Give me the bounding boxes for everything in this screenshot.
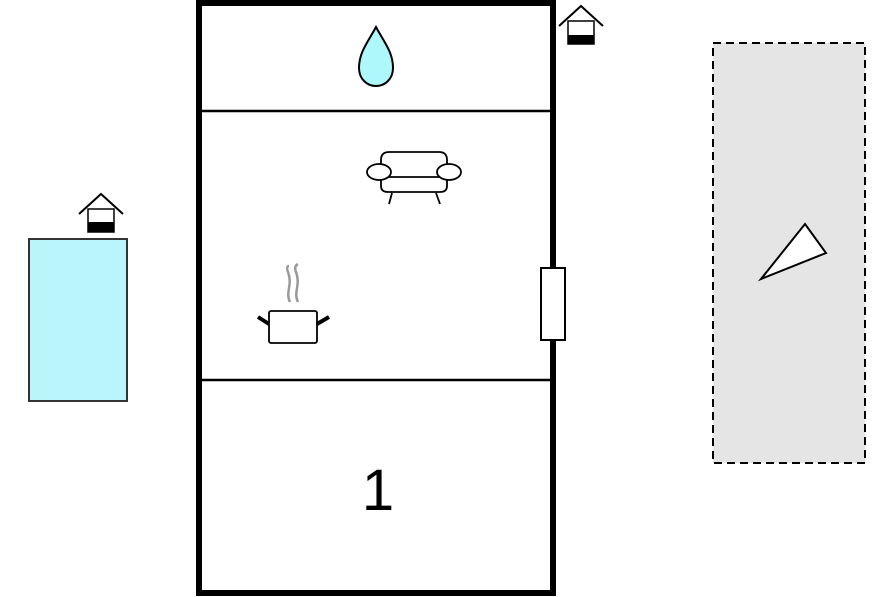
room-label-bedroom: 1	[362, 458, 394, 523]
pool-rectangle	[28, 238, 128, 402]
north-arrow-icon	[757, 222, 828, 282]
sofa-icon	[366, 151, 462, 205]
door-rectangle	[540, 267, 566, 341]
cooking-pot-icon	[256, 262, 331, 344]
water-drop-icon	[357, 24, 395, 88]
house-entrance-icon	[78, 192, 124, 233]
house-entrance-icon	[558, 4, 604, 45]
